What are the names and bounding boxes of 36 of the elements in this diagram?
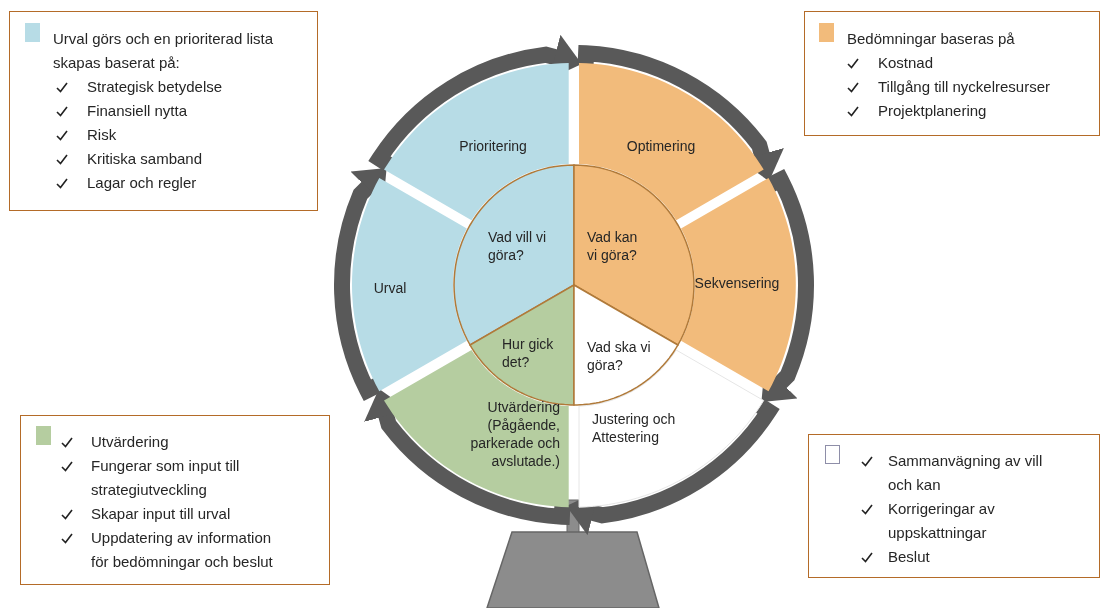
checklist-item: Risk bbox=[87, 125, 118, 145]
inner-segment bbox=[574, 285, 678, 405]
checklist-item: Projektplanering bbox=[878, 101, 988, 121]
checklist-item: Korrigeringar av uppskattningar bbox=[888, 499, 996, 543]
checklist-item: Sammanvägning av vill och kan bbox=[888, 451, 1044, 495]
segment-label: Hur gick det? bbox=[502, 335, 555, 371]
wheel-segment bbox=[579, 63, 764, 221]
box-heading: Urval görs och en prioriterad lista skapas baserat på: bbox=[53, 29, 275, 73]
wheel-segment bbox=[384, 63, 569, 221]
checklist-item: Skapar input till urval bbox=[91, 504, 232, 524]
checklist-item: Strategisk betydelse bbox=[87, 77, 224, 97]
checklist-item: Fungerar som input till strategiutveckling bbox=[91, 456, 241, 500]
segment-label: Vad vill vi göra? bbox=[488, 228, 548, 264]
segment-label: Vad ska vi göra? bbox=[587, 338, 652, 374]
wheel-segment bbox=[681, 178, 796, 392]
segment-label: Urval bbox=[372, 279, 408, 297]
info-box bbox=[20, 415, 330, 585]
checklist-item: Beslut bbox=[888, 547, 931, 567]
checklist-item: Uppdatering av information för bedömningar och beslut bbox=[91, 528, 274, 572]
segment-label: Utvärdering (Pågående, parkerade och avslutade.) bbox=[469, 398, 560, 470]
checklist-item: Finansiell nytta bbox=[87, 101, 189, 121]
checklist-item: Kritiska samband bbox=[87, 149, 204, 169]
wheel-segment bbox=[352, 178, 467, 392]
checklist-item: Lagar och regler bbox=[87, 173, 198, 193]
info-box bbox=[808, 434, 1100, 578]
info-box bbox=[804, 11, 1100, 136]
segment-label: Justering och Attestering bbox=[592, 410, 677, 446]
checklist-item: Kostnad bbox=[878, 53, 935, 73]
box-heading: Bedömningar baseras på bbox=[847, 29, 1016, 49]
segment-label: Vad kan vi göra? bbox=[587, 228, 639, 264]
segment-label: Prioritering bbox=[458, 137, 528, 155]
info-box bbox=[9, 11, 318, 211]
checklist-item: Tillgång till nyckelresurser bbox=[878, 77, 1051, 97]
segment-label: Sekvensering bbox=[693, 274, 781, 292]
checklist-item: Utvärdering bbox=[91, 432, 170, 452]
segment-label: Optimering bbox=[625, 137, 697, 155]
